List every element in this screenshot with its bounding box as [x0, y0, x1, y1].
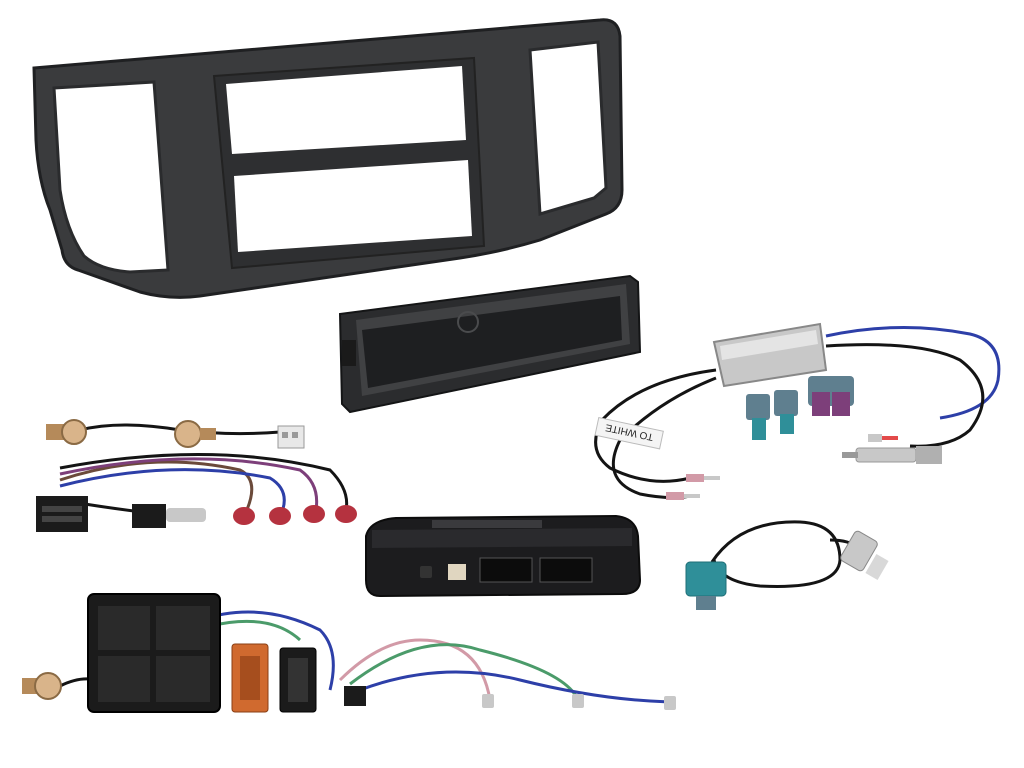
- pin-terminal-3: [664, 696, 676, 710]
- fakra-teal-plug-1: [746, 394, 770, 440]
- remote-plug-connector: [132, 504, 206, 528]
- white-small-connector: [277, 425, 305, 449]
- fakra-to-din-antenna-adapter: [685, 520, 889, 610]
- din-antenna-plug: [840, 530, 889, 581]
- iso-orange-connector: [231, 643, 269, 713]
- brass-antenna-jack-3: [22, 672, 62, 700]
- can-bus-interface-box: [365, 514, 642, 598]
- pin-connector-3: [868, 434, 898, 442]
- brass-antenna-jack-1: [46, 419, 87, 445]
- fakra-purple-double-plug: [808, 376, 854, 416]
- quadlock-connector: [87, 593, 221, 713]
- interface-small-socket: [448, 564, 466, 580]
- fascia-right-opening: [528, 40, 608, 216]
- pin-connector-2: [666, 492, 700, 500]
- iso-black-connector: [279, 647, 317, 713]
- double-din-fascia-panel: [32, 18, 624, 299]
- interface-connector-right: [539, 557, 593, 583]
- small-multi-pin-plug: [344, 686, 366, 706]
- antenna-label-tag: TO WHITE: [594, 416, 664, 450]
- din-antenna-male-plug: [842, 446, 942, 464]
- interface-usb-port: [420, 566, 432, 578]
- pin-terminal-2: [572, 694, 584, 708]
- fascia-left-opening: [52, 80, 170, 274]
- fakra-teal-plug-2: [774, 390, 798, 434]
- rca-plug-2: [269, 507, 291, 525]
- pin-connector-1: [686, 474, 720, 482]
- rca-plug-1: [233, 507, 255, 525]
- amplifier-harness-with-rca-plugs: [36, 419, 357, 532]
- pin-terminal-1: [482, 694, 494, 708]
- fakra-teal-connector: [685, 561, 727, 610]
- interface-connector-left: [479, 557, 533, 583]
- black-multi-pin-connector: [36, 496, 88, 532]
- rca-plug-3: [303, 505, 325, 523]
- brass-antenna-jack-2: [174, 420, 216, 448]
- antenna-splitter-adapter: TO WHITE: [594, 322, 1001, 500]
- rca-plug-4: [335, 505, 357, 523]
- iso-wiring-harness: [22, 593, 676, 713]
- single-din-storage-pocket: [338, 274, 642, 414]
